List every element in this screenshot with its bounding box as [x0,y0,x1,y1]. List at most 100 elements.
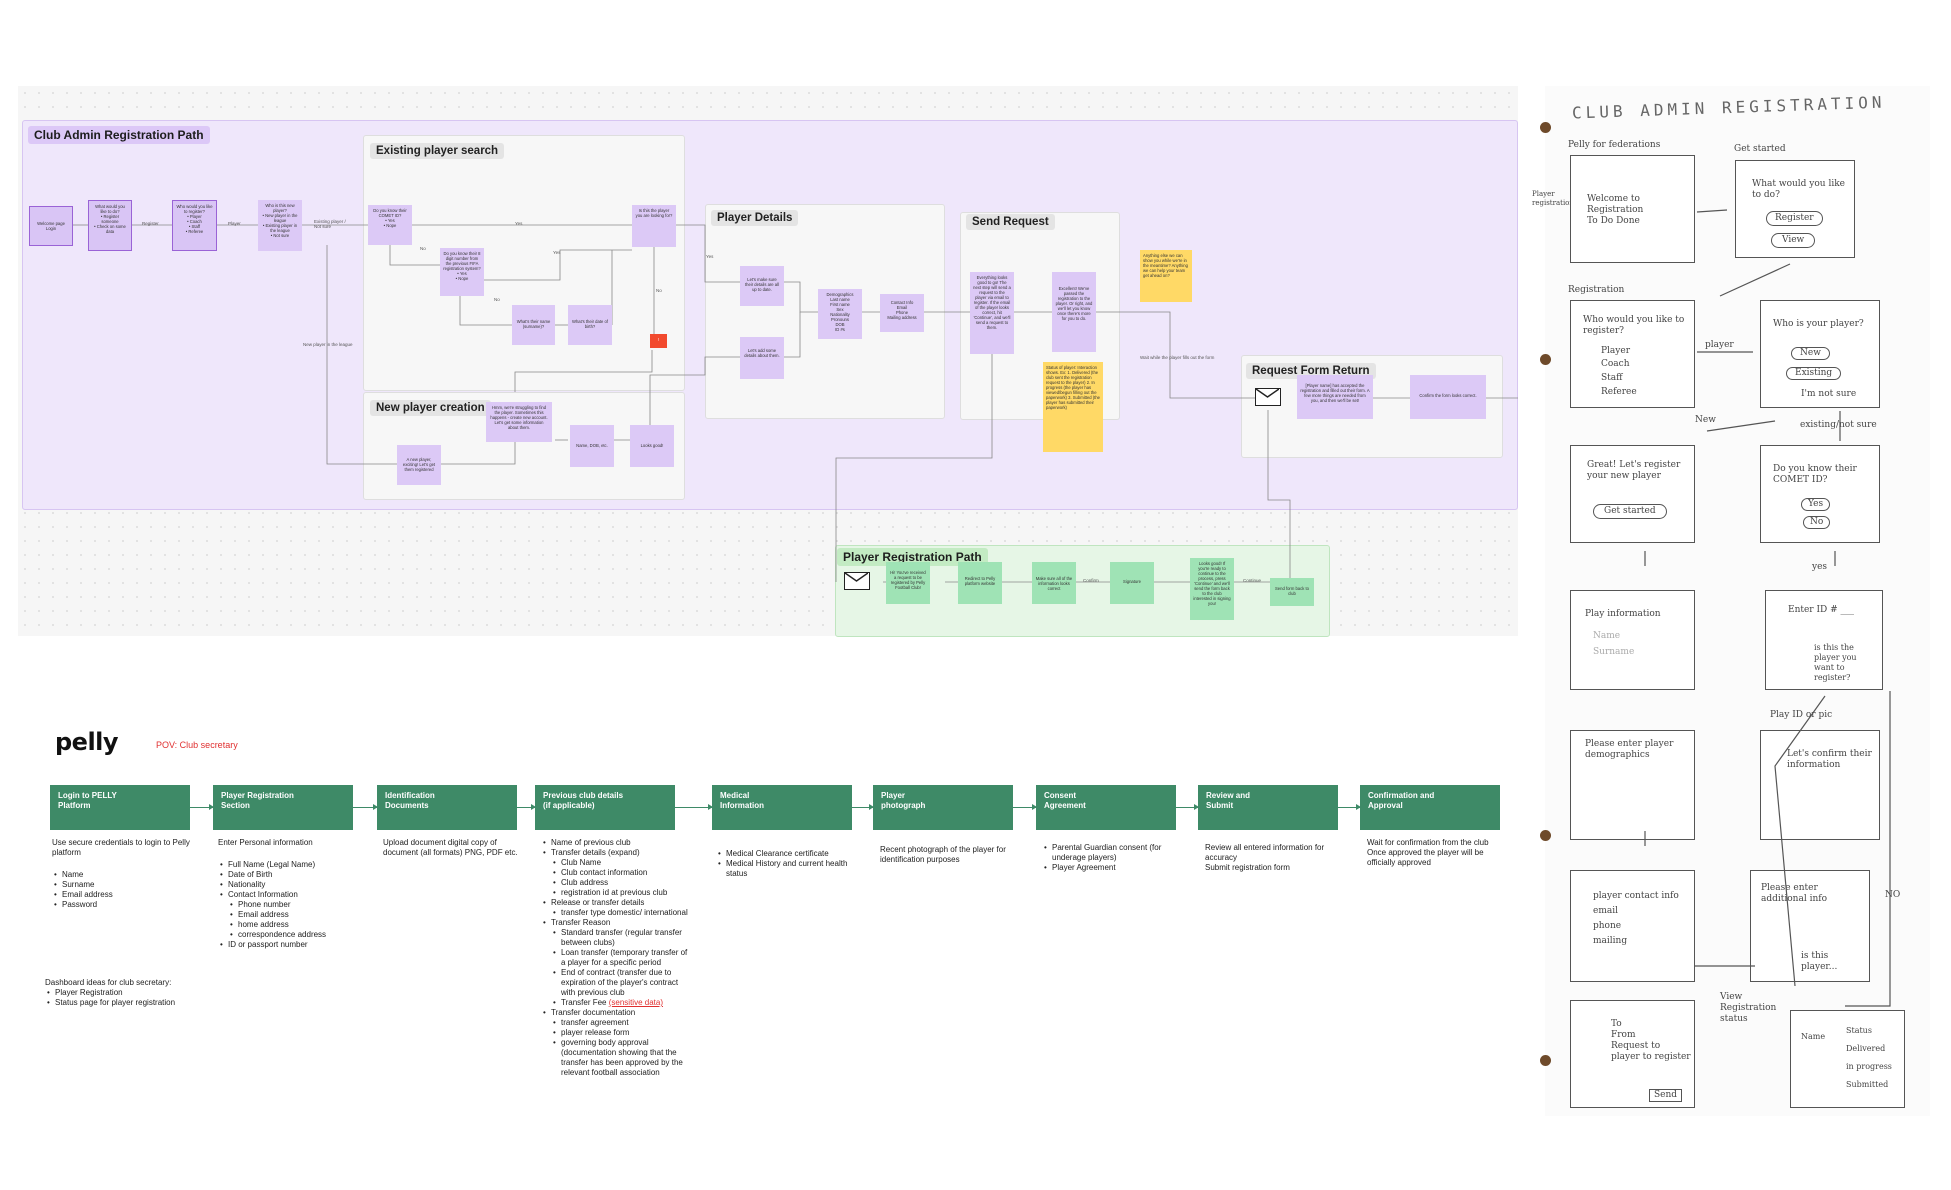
sketch-arrow [1845,691,1891,1007]
desc-prev-item: Name of previous club [541,838,691,848]
sketch-s3-option: Staff [1601,373,1623,383]
node-enter-id: Do you know their 8 digit number from th… [440,248,484,296]
edge-label-yes-3: Yes [706,254,714,259]
desc-prev-sub-item: Standard transfer (regular transfer betw… [551,928,691,948]
edge-label-new-league: New player in the league [303,342,353,347]
node-confirm-form: Confirm the form looks correct. [1410,375,1486,419]
desc-reg-contact-item: Phone number [228,900,368,910]
sketch-screen-enter-id: Enter ID # ___ is this the player you wa… [1765,590,1883,690]
node-contact: Contact Info Email Phone Mailing address [880,294,924,332]
pov-label: POV: Club secretary [156,740,238,750]
sketch-s7-field: Name [1593,631,1621,641]
sketch-s10-text: Let's confirm their information [1787,749,1872,770]
journey-step: Consent Agreement [1036,785,1176,830]
desc-prev-transfer-list: Club Name Club contact information Club … [551,858,691,898]
desc-login-intro: Use secure credentials to login to Pelly… [52,838,190,857]
sketch-screen-play-info: Play information Name Surname [1570,590,1695,690]
journey-arrow [1013,804,1037,810]
edge-player-yes [676,224,740,283]
desc-reg-item: Nationality [218,880,368,890]
sketch-arrow [1719,263,1791,297]
sketch-screen-confirm: Let's confirm their information [1760,730,1880,840]
desc-prev-sub-item: Club address [551,878,691,888]
sketch-s5-text: Great! Let's register your new player [1587,460,1681,481]
edge-label-wait: Wait while the player fills out the form [1140,355,1215,360]
node-send-request: Everything looks good to go! The next st… [970,272,1014,354]
desc-consent-list: Parental Guardian consent (for underage … [1042,843,1182,873]
desc-prev-sub-item: Loan transfer (temporary transfer of a p… [551,948,691,968]
journey-step: Confirmation and Approval [1360,785,1500,830]
desc-prev-sub-item: transfer agreement [551,1018,691,1028]
journey-arrow [1176,804,1199,810]
desc-reg-contact-label: Contact Information [228,890,298,899]
sketch-arrow [1706,420,1776,432]
desc-reg-item: Contact Information Phone number Email a… [218,890,368,940]
edge-add-demo [784,312,801,358]
sketch-label-view-status: View Registration status [1720,992,1777,1024]
node-looks-good: Looks good! [630,425,674,467]
edge-confirm-demo [784,281,818,313]
node-red-alert: ! [650,334,667,348]
sketch-s14-item: Name [1801,1032,1826,1041]
node-signature: Signature [1110,562,1154,604]
edge-red-struggle [514,350,653,392]
journey-step: Medical Information [712,785,852,830]
sketch-s3-option: Player [1601,346,1631,356]
hole-punch-icon [1540,122,1551,133]
node-comet-id: Do you know their COMET ID? • Yes • Nope [368,205,412,245]
node-excellent: Excellent! We've passed the registration… [1052,272,1096,352]
sketch-label-player: player [1705,340,1734,350]
sketch-screen-request: To From Request to player to register Se… [1570,1000,1695,1108]
desc-login-item: Surname [52,880,192,890]
desc-prev-docs-list: transfer agreement player release form g… [551,1018,691,1078]
existing-search-title: Existing player search [370,143,505,159]
desc-reg-item: Date of Birth [218,870,368,880]
sketch-screen-demographics: Please enter player demographics [1570,730,1695,840]
desc-login: Use secure credentials to login to Pelly… [52,838,192,910]
journey-arrow [353,804,378,810]
desc-consent: Parental Guardian consent (for underage … [1042,843,1182,873]
edge-label-yes-1: Yes [515,221,523,226]
sketch-label-new: New [1695,415,1716,425]
node-player-request: Hi! You've received a request to be regi… [886,562,930,604]
desc-prev-docs: Transfer documentation [551,1008,636,1017]
desc-reg-contact-item: correspondence address [228,930,368,940]
sketch-s14-item: Status [1846,1026,1872,1035]
node-who-register: Who would you like to register? • Player… [172,200,217,251]
sketch-screen-who-register: Who would you like to register? Player C… [1570,300,1695,408]
dashboard-item: Player Registration [45,988,245,998]
sketch-screen-what: What would you like to do? Register View [1735,160,1855,258]
desc-login-list: Name Surname Email address Password [52,870,192,910]
desc-medical-list: Medical Clearance certificate Medical Hi… [716,849,866,879]
sketch-s12-text: Please enter additional info [1761,883,1828,904]
sketch-s4-option: I'm not sure [1801,389,1857,399]
sketch-s1-text: Welcome to Registration To Do Done [1587,194,1644,226]
send-request-title: Send Request [966,214,1055,230]
desc-prev-sub-item: Transfer Fee (sensitive data) [551,998,691,1008]
sketch-s2-text: What would you like to do? [1752,179,1846,200]
admin-lane-title: Club Admin Registration Path [28,126,210,144]
node-dob: What's their date of birth? [568,305,612,345]
desc-previous-club: Name of previous club Transfer details (… [541,838,691,1078]
hole-punch-icon [1540,830,1551,841]
desc-confirmation: Wait for confirmation from the club Once… [1367,838,1489,867]
sketch-s3-option: Referee [1601,387,1637,397]
journey-arrow [1338,804,1361,810]
desc-photo: Recent photograph of the player for iden… [880,845,1006,864]
desc-prev-sub-item: Club Name [551,858,691,868]
desc-prev-reason: Transfer Reason [551,918,611,927]
desc-reg-item: ID or passport number [218,940,368,950]
sketch-s3-text: Who would you like to register? [1583,315,1685,336]
node-their-name: What's their name (surname)? [512,305,555,345]
sketch-screen-comet: Do you know their COMET ID? Yes No [1760,445,1880,543]
node-status-note: Status of player: Interaction shows. Ex:… [1043,362,1103,452]
journey-step: Player photograph [873,785,1013,830]
dashboard-title: Dashboard ideas for club secretary: [45,978,172,987]
sensitive-data-link[interactable]: (sensitive data) [608,998,663,1007]
journey-step: Previous club details (if applicable) [535,785,675,830]
desc-prev-sub-item: player release form [551,1028,691,1038]
desc-consent-item: Player Agreement [1042,863,1182,873]
sketch-view-button: View [1771,233,1816,248]
journey-step: Player Registration Section [213,785,353,830]
node-anything-else: Anything else we can show you while we'r… [1140,250,1192,302]
